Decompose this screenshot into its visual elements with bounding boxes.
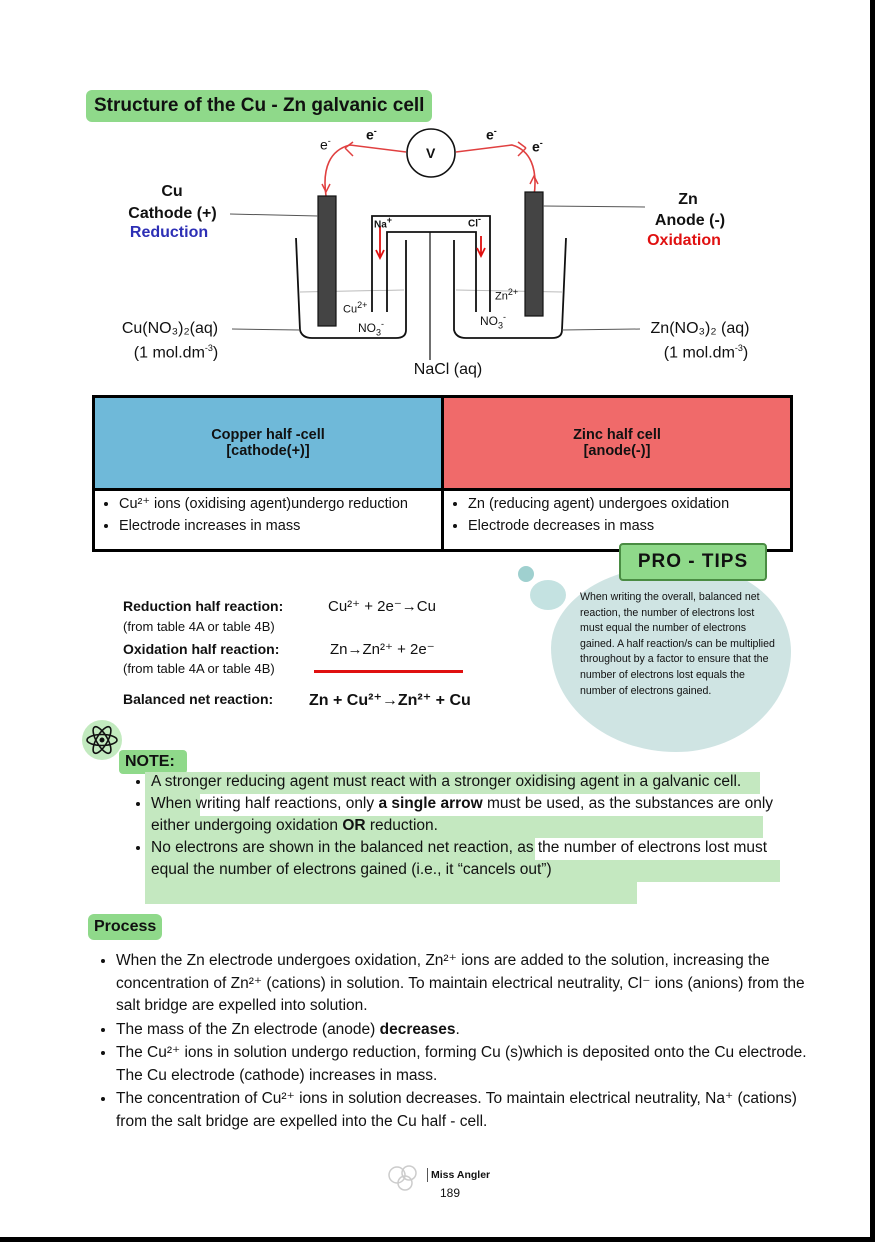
salt-bridge-inner: [386, 231, 477, 312]
na-arrow: [375, 226, 385, 261]
oxidation-equation: Zn→Zn²⁺ + 2e⁻: [330, 641, 435, 658]
cathode-label: Cathode (+): [128, 205, 217, 222]
oxidation-reaction-label: Oxidation half reaction:: [123, 641, 280, 657]
electron-arrow: [529, 174, 539, 185]
galvanic-cell-diagram: [229, 128, 646, 360]
na-ion-label: Na+: [374, 215, 393, 231]
zn-ion-label: Zn2+: [495, 287, 519, 303]
net-reaction-label: Balanced net reaction:: [123, 691, 274, 707]
equation-underline: [314, 670, 463, 673]
page-number: 189: [440, 1186, 461, 1200]
electron-label: e-: [486, 126, 497, 143]
zn-solution-label: Zn(NO₃)₂ (aq): [650, 320, 750, 337]
section-title: Structure of the Cu - Zn galvanic cell: [86, 90, 433, 122]
list-item: The Cu²⁺ ions in solution undergo reduct…: [116, 1042, 816, 1087]
zn-concentration: (1 mol.dm-3): [663, 343, 749, 362]
zinc-header-line1: Zinc half cell: [573, 427, 661, 443]
cu-solution-label: Cu(NO₃)₂(aq): [121, 320, 219, 337]
anode-label: Anode (-): [654, 212, 726, 229]
note-highlight: [145, 882, 637, 904]
logo-icon: [388, 1165, 417, 1191]
note-heading: NOTE:: [125, 753, 175, 770]
half-cell-table: Copper half -cell [cathode(+)] Zinc half…: [92, 395, 793, 552]
leader-cu-solution: [231, 328, 301, 331]
electron-label: e-: [532, 138, 543, 155]
process-heading: Process: [88, 914, 163, 940]
cl-ion-label: Cl-: [468, 214, 481, 230]
voltmeter-label: V: [426, 145, 436, 161]
reduction-reaction-source: (from table 4A or table 4B): [123, 619, 275, 634]
list-item: When writing half reactions, only a sing…: [151, 793, 801, 837]
zinc-header-line2: [anode(-)]: [583, 443, 651, 459]
note-list: A stronger reducing agent must react wit…: [133, 771, 801, 881]
copper-cell: Cu²⁺ ions (oxidising agent)undergo reduc…: [92, 488, 444, 552]
list-item: Zn (reducing agent) undergoes oxidation: [468, 495, 784, 514]
net-equation: Zn + Cu²⁺→Zn²⁺ + Cu: [309, 692, 471, 709]
cu-electrode: [317, 195, 337, 327]
decorative-bubble: [530, 580, 566, 610]
zn-electrode: [524, 191, 544, 317]
electron-label: e-: [366, 126, 377, 143]
voltmeter-circle: [406, 128, 456, 178]
salt-bridge-outer: [371, 215, 491, 312]
reduction-reaction-label: Reduction half reaction:: [123, 598, 284, 614]
note-highlight: [145, 816, 763, 838]
no3-left-label: NO3-: [358, 319, 385, 338]
electron-arrow: [517, 141, 527, 157]
list-item: The concentration of Cu²⁺ ions in soluti…: [116, 1088, 816, 1133]
zinc-cell: Zn (reducing agent) undergoes oxidation …: [441, 488, 793, 552]
leader-zn: [542, 205, 646, 208]
leader-zn-solution: [561, 328, 641, 331]
copper-header-line1: Copper half -cell: [211, 427, 325, 443]
note-highlight: [145, 838, 535, 860]
oxidation-reaction-source: (from table 4A or table 4B): [123, 661, 275, 676]
note-highlight: [145, 772, 760, 794]
footer-author: Miss Angler: [427, 1168, 490, 1182]
solution-level-left: [299, 289, 405, 293]
note-highlight: [145, 794, 200, 816]
list-item: The mass of the Zn electrode (anode) dec…: [116, 1019, 816, 1042]
pro-tips-heading: PRO - TIPS: [619, 543, 767, 581]
reduction-equation: Cu²⁺ + 2e⁻→Cu: [328, 598, 436, 615]
list-item: A stronger reducing agent must react wit…: [151, 771, 801, 793]
wire-right: [455, 144, 536, 197]
no3-right-label: NO3-: [480, 312, 507, 331]
oxidation-label: Oxidation: [647, 232, 721, 249]
decorative-bubble: [518, 566, 534, 582]
note-heading-highlight: [119, 750, 187, 774]
list-item: No electrons are shown in the balanced n…: [151, 837, 801, 881]
list-item: Electrode increases in mass: [119, 517, 435, 536]
copper-header-line2: [cathode(+)]: [226, 443, 310, 459]
electron-label: e-: [320, 136, 331, 153]
copper-header: Copper half -cell [cathode(+)]: [92, 395, 444, 491]
salt-bridge-label: NaCl (aq): [413, 361, 483, 378]
pro-tips-text: When writing the overall, balanced net r…: [580, 591, 775, 697]
atom-icon: [82, 720, 122, 760]
list-item: When the Zn electrode undergoes oxidatio…: [116, 950, 816, 1018]
zn-label: Zn: [678, 191, 698, 208]
cu-concentration: (1 mol.dm-3): [133, 343, 219, 362]
process-list: When the Zn electrode undergoes oxidatio…: [98, 950, 816, 1134]
list-item: Electrode decreases in mass: [468, 517, 784, 536]
beaker-left: [295, 237, 407, 339]
cu-ion-label: Cu2+: [343, 300, 368, 316]
wire-left: [324, 144, 407, 197]
electron-arrow: [344, 141, 354, 157]
reduction-label: Reduction: [129, 224, 209, 241]
electron-arrow: [321, 183, 331, 194]
leader-cu: [229, 213, 319, 217]
beaker-right: [453, 237, 567, 339]
list-item: Cu²⁺ ions (oxidising agent)undergo reduc…: [119, 495, 435, 514]
zinc-header: Zinc half cell [anode(-)]: [441, 395, 793, 491]
note-highlight: [145, 860, 780, 882]
cl-arrow: [476, 236, 486, 259]
pro-tips-blob: [551, 566, 791, 752]
solution-level-right: [455, 289, 563, 293]
cu-label: Cu: [161, 183, 183, 200]
